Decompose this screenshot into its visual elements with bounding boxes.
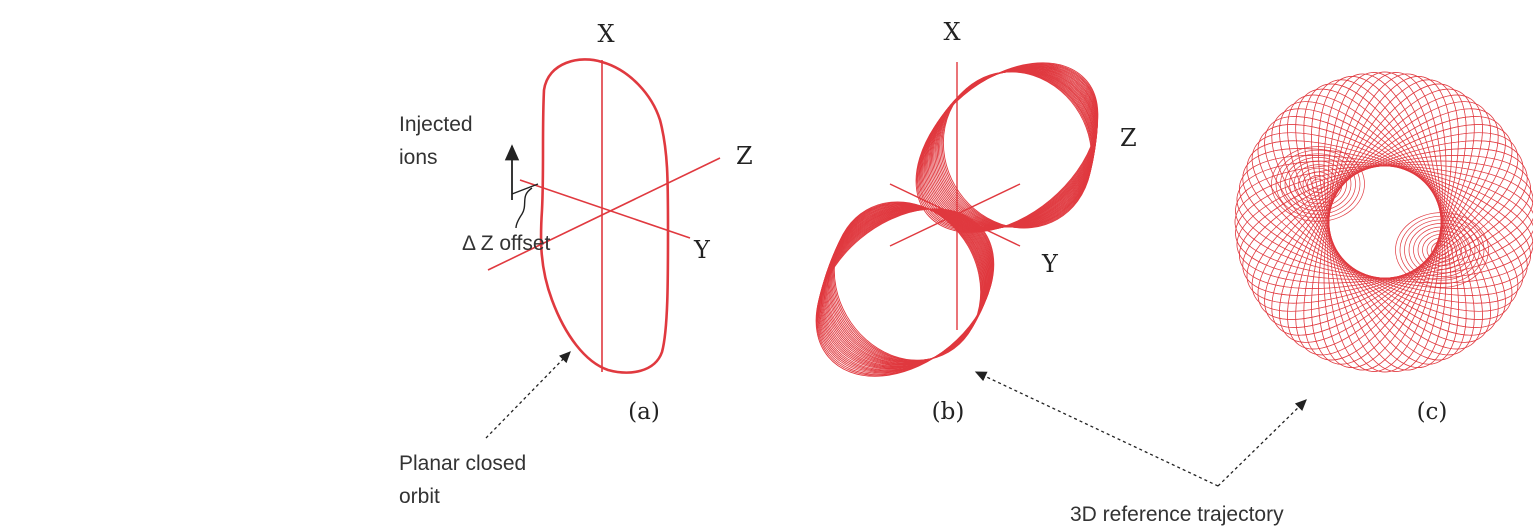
panel-c-orbit-loop bbox=[1239, 155, 1531, 289]
panel-c-orbit-loop bbox=[1279, 101, 1491, 343]
injection-connector bbox=[511, 183, 539, 195]
panel-c-focus-loop bbox=[1399, 215, 1485, 285]
planar-closed-orbit-label-line1: Planar closed bbox=[399, 452, 526, 475]
panel-c-orbit-loop bbox=[1257, 124, 1513, 320]
panel-c-orbit-loop bbox=[1327, 72, 1443, 372]
panel-a-axis-z-label: Z bbox=[736, 142, 753, 170]
shared-caption-group: 3D reference trajectory bbox=[974, 371, 1307, 526]
panel-a: X Z Y Injected ions Δ Z offset Planar cl… bbox=[399, 20, 753, 508]
panel-c-orbit-loop bbox=[1251, 132, 1519, 312]
panel-c-orbit-loop bbox=[1246, 140, 1524, 304]
panel-c-orbit-loop bbox=[1251, 132, 1519, 312]
panel-c-orbit-loop bbox=[1246, 140, 1524, 304]
planar-closed-orbit-label-line2: orbit bbox=[399, 485, 440, 508]
panel-b-axis-x-label: X bbox=[943, 18, 960, 46]
panel-c-focus-loop bbox=[1302, 171, 1334, 197]
panel-c-orbit-loop bbox=[1279, 101, 1491, 343]
panel-c-focus-loop bbox=[1395, 212, 1489, 288]
panel-c-focus-loop bbox=[1413, 226, 1471, 274]
panel-c-orbit-loop bbox=[1235, 164, 1533, 280]
panel-c-orbit-loop bbox=[1323, 73, 1447, 371]
panel-c-focus-loop bbox=[1404, 219, 1480, 281]
panel-b-lower-orbit bbox=[833, 201, 982, 361]
panel-b-axis-y-label: Y bbox=[1041, 250, 1059, 278]
injected-ions-label-line1: Injected bbox=[399, 113, 473, 136]
caption-pointer-to-b bbox=[974, 371, 1219, 487]
panel-c-orbit-loop bbox=[1279, 101, 1491, 343]
panel-c-focus-loop bbox=[1298, 167, 1338, 201]
panel-c-orbit-loop bbox=[1318, 76, 1452, 368]
planar-closed-orbit bbox=[539, 58, 670, 374]
panel-c-focus-loop bbox=[1435, 244, 1449, 256]
panel-c-focus-loop bbox=[1284, 157, 1352, 211]
orbit-pointer-arrow bbox=[485, 351, 571, 439]
panel-c-orbit-loop bbox=[1271, 108, 1499, 336]
panel-c-focus-loop bbox=[1307, 175, 1329, 193]
panel-c-orbit-loop bbox=[1235, 164, 1533, 280]
panel-a-z-axis-line bbox=[487, 157, 721, 271]
panel-c-orbit-loop bbox=[1287, 94, 1483, 350]
panel-b-axis-z-label: Z bbox=[1120, 124, 1137, 152]
panel-c-focus-loop bbox=[1426, 237, 1458, 263]
panel-c-orbit-loop bbox=[1246, 140, 1524, 304]
panel-c-orbit-loop bbox=[1271, 108, 1499, 336]
panel-c-focus-loop bbox=[1280, 153, 1356, 215]
panel-b: X Z Y (b) bbox=[815, 18, 1137, 425]
panel-b-label: (b) bbox=[932, 399, 965, 425]
panel-c-focus-loop bbox=[1275, 149, 1361, 219]
panel-c-orbit-loop bbox=[1257, 124, 1513, 320]
panel-c-orbit-loop bbox=[1287, 94, 1483, 350]
panel-a-axis-y-label: Y bbox=[693, 236, 711, 264]
panel-c-label: (c) bbox=[1417, 399, 1448, 425]
panel-c-focus-loop bbox=[1422, 233, 1462, 267]
panel-c-focus-loop bbox=[1293, 164, 1343, 204]
panel-c-focus-loop bbox=[1417, 230, 1467, 270]
panel-c-orbit-loop bbox=[1257, 124, 1513, 320]
panel-c-orbit-loop bbox=[1287, 94, 1483, 350]
panel-c-orbit-loop bbox=[1239, 155, 1531, 289]
panel-c-orbit-loop bbox=[1235, 164, 1533, 280]
offset-brace bbox=[515, 187, 533, 229]
panel-a-y-axis-line bbox=[519, 179, 691, 239]
panel-a-label: (a) bbox=[628, 399, 660, 425]
panel-c-orbit-loop bbox=[1251, 132, 1519, 312]
panel-c-orbit-loop bbox=[1318, 76, 1452, 368]
panel-c-orbit-loop bbox=[1251, 132, 1519, 312]
panel-c-focus-loop bbox=[1311, 178, 1325, 190]
panel-c-focus-loop bbox=[1431, 241, 1453, 259]
panel-c-orbit-loop bbox=[1328, 71, 1442, 373]
panel-b-trajectory-mesh bbox=[815, 62, 1099, 377]
panel-a-axis-x-label: X bbox=[597, 20, 614, 48]
panel-c-focus-loop bbox=[1289, 160, 1347, 208]
caption-pointer-to-c bbox=[1217, 399, 1307, 487]
panel-c-orbit-loop bbox=[1327, 72, 1443, 372]
panel-c-orbit-loop bbox=[1318, 76, 1452, 368]
panel-c-orbit-loop bbox=[1235, 164, 1533, 280]
panel-c-orbit-loop bbox=[1271, 108, 1499, 336]
panel-c-orbit-loop bbox=[1318, 76, 1452, 368]
panel-c-orbit-loop bbox=[1287, 94, 1483, 350]
panel-c: (c) bbox=[1234, 71, 1533, 425]
panel-c-orbit-loop bbox=[1328, 71, 1442, 373]
panel-c-orbit-loop bbox=[1239, 155, 1531, 289]
panel-c-orbit-loop bbox=[1271, 108, 1499, 336]
shared-caption-label: 3D reference trajectory bbox=[1070, 503, 1284, 526]
panel-c-focus-loop bbox=[1271, 146, 1365, 222]
panel-c-orbit-loop bbox=[1279, 101, 1491, 343]
panel-b-upper-orbit bbox=[942, 71, 1092, 229]
panel-c-orbit-loop bbox=[1257, 124, 1513, 320]
panel-c-orbit-loop bbox=[1246, 140, 1524, 304]
panel-b-z-axis-line bbox=[889, 183, 1021, 247]
injected-ions-label-line2: ions bbox=[399, 146, 438, 169]
panel-c-orbit-loop bbox=[1239, 155, 1531, 289]
panel-c-trajectory-mesh bbox=[1234, 71, 1533, 373]
panel-c-orbit-loop bbox=[1327, 72, 1443, 372]
panel-c-orbit-loop bbox=[1327, 72, 1443, 372]
panel-c-focus-loop bbox=[1408, 223, 1476, 277]
delta-z-offset-label: Δ Z offset bbox=[462, 232, 551, 255]
